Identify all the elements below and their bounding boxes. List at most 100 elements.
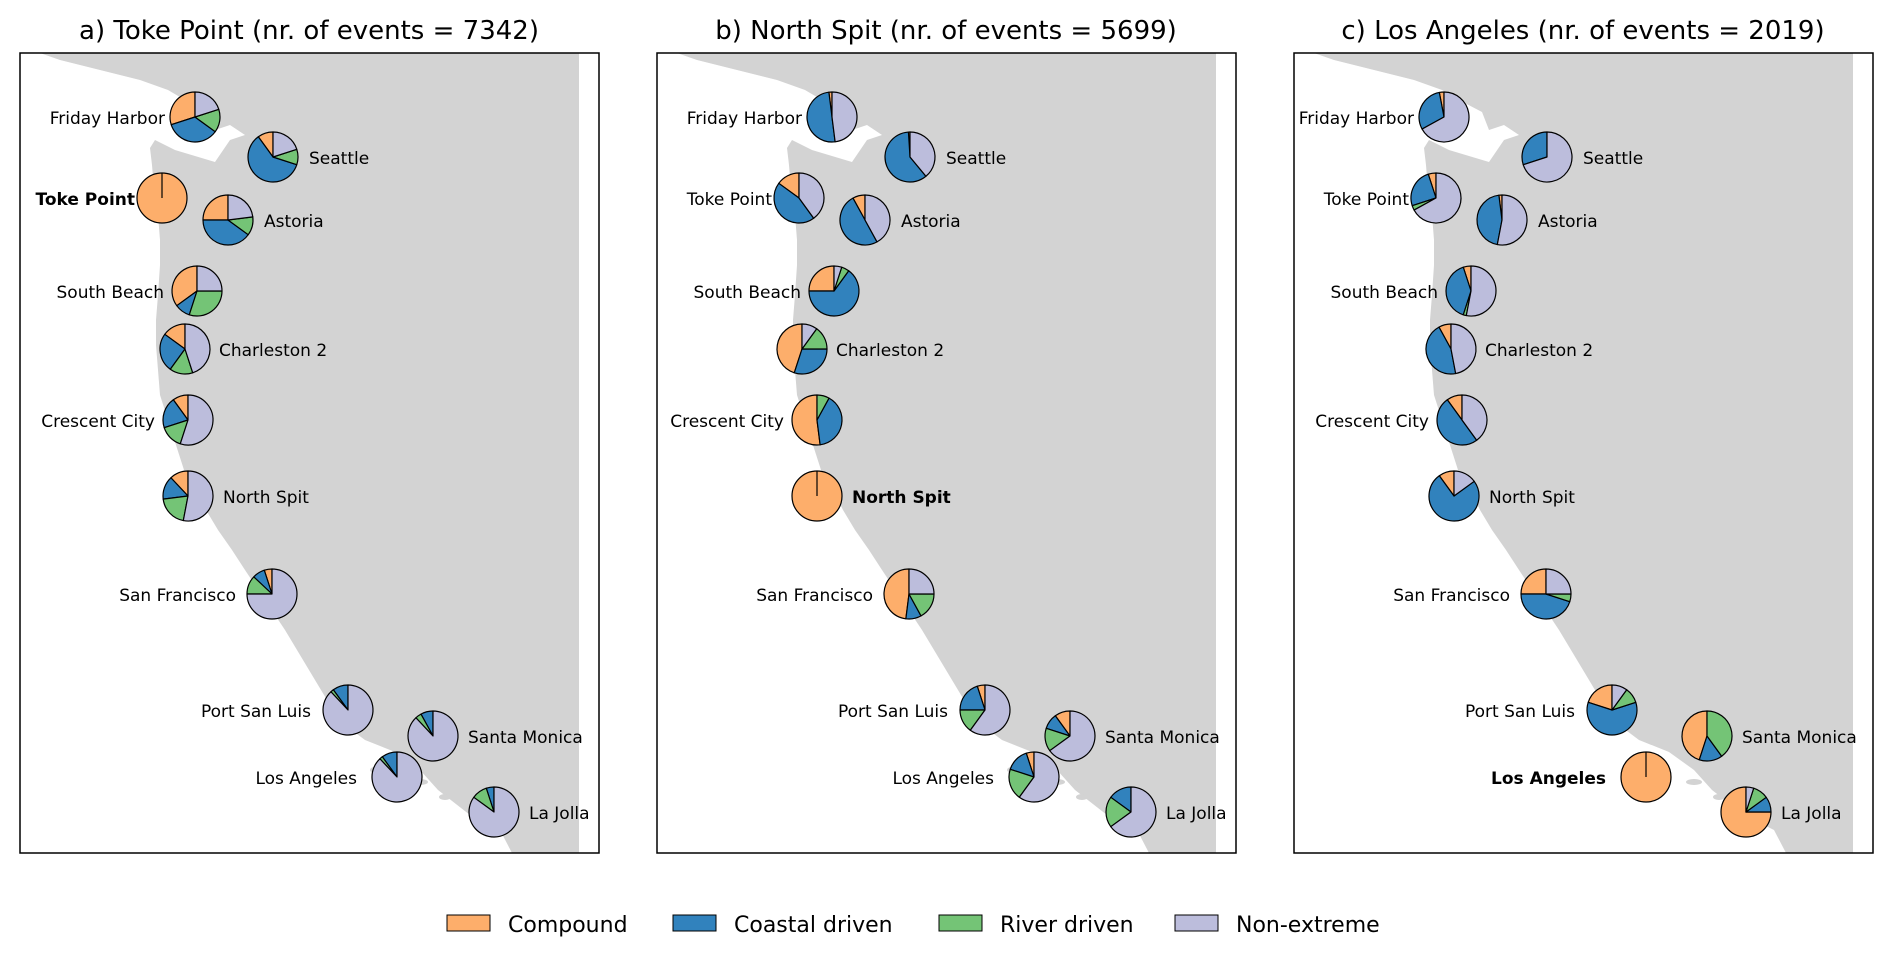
pie-los-angeles [1620, 751, 1672, 803]
legend: Compound Coastal driven River driven Non… [446, 913, 1380, 938]
station-label-crescent-city: Crescent City [670, 412, 784, 432]
panel-a-title: a) Toke Point (nr. of events = 7342) [79, 16, 539, 46]
pie-south-beach [171, 265, 223, 317]
pie-seattle [247, 131, 299, 183]
station-label-friday-harbor: Friday Harbor [687, 109, 802, 129]
pie-slice-coastal [1445, 266, 1472, 316]
pie-slice-compound [169, 91, 196, 126]
pie-friday-harbor [169, 91, 221, 143]
pie-north-spit [791, 470, 843, 522]
station-label-crescent-city: Crescent City [41, 412, 155, 432]
station-label-la-jolla: La Jolla [529, 804, 590, 824]
pie-slice-nonextreme [179, 394, 214, 446]
pie-slice-compound [1520, 568, 1547, 595]
pie-slice-coastal [1521, 131, 1548, 166]
station-label-port-san-luis: Port San Luis [201, 702, 311, 722]
station-label-toke-point: Toke Point [1323, 190, 1410, 210]
island [1686, 779, 1702, 785]
pie-santa-monica [1044, 710, 1096, 762]
pie-astoria [839, 194, 891, 246]
island [1076, 794, 1088, 800]
pie-astoria [202, 194, 254, 246]
island [439, 794, 451, 800]
pie-charleston-2 [776, 323, 828, 375]
pie-san-francisco [246, 568, 298, 620]
pie-slice-compound [1681, 710, 1708, 761]
station-label-santa-monica: Santa Monica [1105, 728, 1220, 748]
panel-c-title: c) Los Angeles (nr. of events = 2019) [1341, 16, 1824, 46]
station-label-astoria: Astoria [1538, 212, 1598, 232]
pie-slice-nonextreme [1745, 786, 1755, 813]
pie-crescent-city [162, 394, 214, 446]
pie-slice-coastal [1425, 326, 1457, 375]
legend-swatch-compound [446, 914, 491, 932]
station-label-los-angeles: Los Angeles [1491, 769, 1606, 789]
station-label-toke-point: Toke Point [686, 190, 773, 210]
pie-slice-nonextreme [322, 684, 374, 736]
pie-slice-coastal [808, 270, 860, 317]
pie-santa-monica [407, 710, 459, 762]
pie-san-francisco [883, 568, 935, 620]
station-label-north-spit: North Spit [1489, 488, 1575, 508]
pie-slice-nonextreme [1496, 194, 1528, 246]
pie-slice-coastal [202, 219, 249, 246]
pie-slice-nonextreme [1421, 91, 1470, 143]
pie-slice-compound [776, 323, 803, 374]
pie-slice-nonextreme [1413, 172, 1462, 224]
station-label-charleston-2: Charleston 2 [219, 341, 327, 361]
station-label-san-francisco: San Francisco [119, 586, 236, 606]
island [1713, 794, 1725, 800]
pie-la-jolla [468, 786, 520, 838]
pie-slice-coastal [1476, 194, 1503, 246]
station-label-seattle: Seattle [1583, 149, 1643, 169]
pie-slice-nonextreme [1611, 684, 1628, 711]
pie-crescent-city [1436, 394, 1488, 446]
pie-slice-nonextreme [1018, 751, 1060, 803]
pie-slice-river [188, 290, 223, 317]
pie-la-jolla [1105, 786, 1157, 838]
legend-swatch-river [938, 914, 983, 932]
pie-friday-harbor [1418, 91, 1470, 143]
panel-b-title: b) North Spit (nr. of events = 5699) [715, 16, 1177, 46]
legend-label-coastal: Coastal driven [734, 913, 893, 938]
panel-frame [1293, 52, 1874, 854]
pie-slice-nonextreme [1461, 394, 1488, 441]
station-label-astoria: Astoria [264, 212, 324, 232]
pie-north-spit [162, 470, 214, 522]
pie-slice-nonextreme [1453, 470, 1475, 497]
pie-slice-nonextreme [833, 265, 843, 292]
station-label-la-jolla: La Jolla [1166, 804, 1227, 824]
pie-friday-harbor [806, 91, 858, 143]
panel-frame [19, 52, 600, 854]
station-label-charleston-2: Charleston 2 [1485, 341, 1593, 361]
station-label-san-francisco: San Francisco [1393, 586, 1510, 606]
pie-slice-coastal [773, 182, 815, 224]
pie-slice-nonextreme [969, 684, 1011, 736]
legend-swatch-nonextreme [1174, 914, 1219, 932]
station-label-santa-monica: Santa Monica [468, 728, 583, 748]
pie-la-jolla [1720, 786, 1772, 838]
legend-label-nonextreme: Non-extreme [1236, 913, 1380, 938]
pie-santa-monica [1681, 710, 1733, 762]
panel-frame [656, 52, 1237, 854]
pie-slice-compound [808, 265, 835, 292]
coastline-land [1314, 53, 1853, 853]
pie-slice-nonextreme [246, 568, 298, 620]
coastline-land [40, 53, 579, 853]
pie-slice-nonextreme [182, 470, 214, 522]
pie-toke-point [136, 172, 188, 224]
pie-port-san-luis [322, 684, 374, 736]
station-label-los-angeles: Los Angeles [255, 769, 357, 789]
pie-toke-point [1410, 172, 1462, 224]
pie-slice-coastal [1436, 399, 1478, 446]
pie-slice-compound [883, 568, 910, 620]
pie-charleston-2 [159, 323, 211, 375]
pie-slice-coastal [159, 333, 186, 370]
station-label-crescent-city: Crescent City [1315, 412, 1429, 432]
station-label-north-spit: North Spit [852, 488, 951, 508]
pie-slice-nonextreme [1465, 265, 1497, 317]
pie-slice-nonextreme [371, 751, 423, 803]
pie-slice-nonextreme [798, 172, 825, 219]
